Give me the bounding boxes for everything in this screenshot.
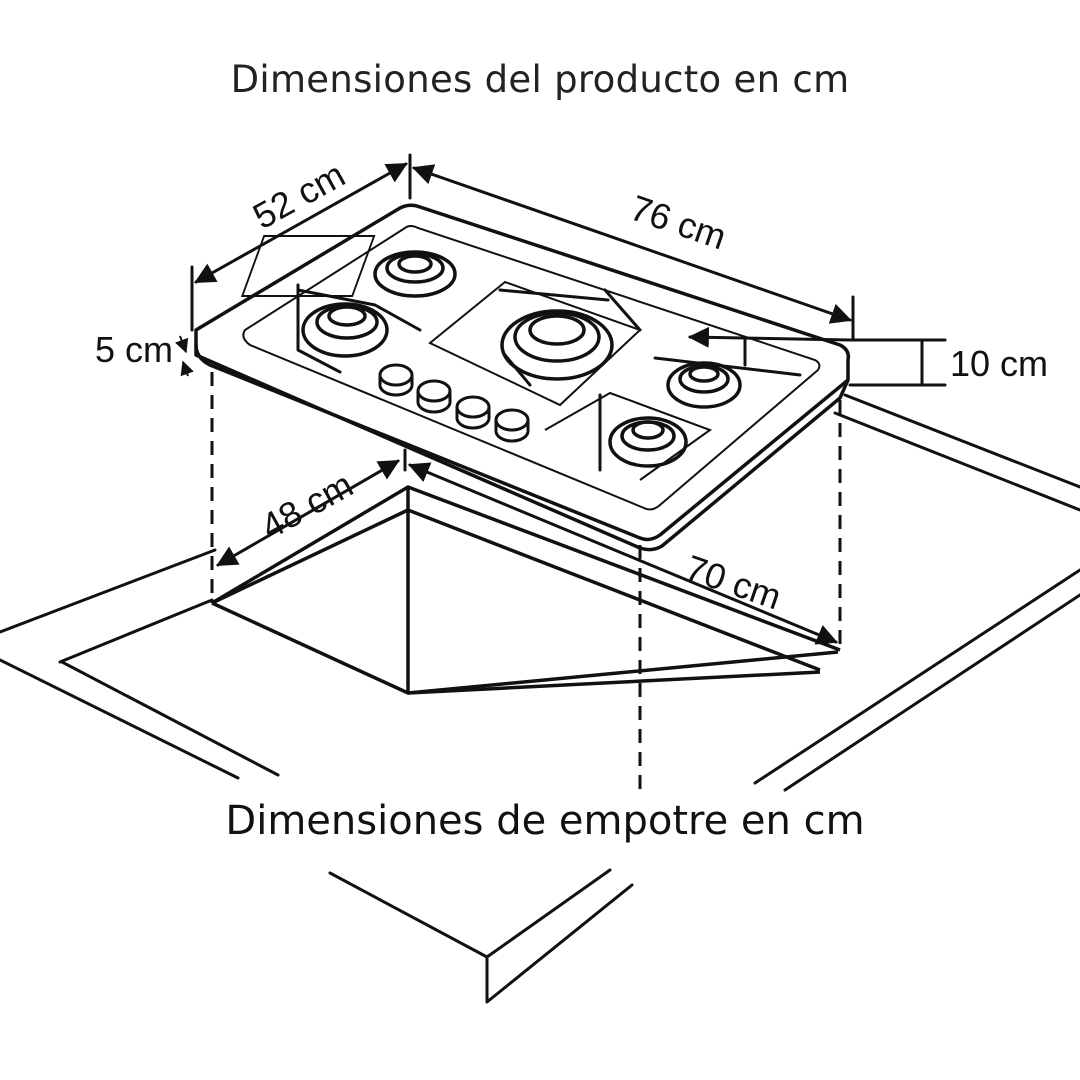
burner-back-left: [240, 235, 457, 298]
knob-3: [455, 395, 491, 430]
control-knobs: [378, 363, 530, 443]
burner-back-right: [653, 338, 802, 409]
width-embed-label: 70 cm: [680, 547, 786, 618]
knob-1: [378, 363, 414, 397]
height-label: 10 cm: [950, 343, 1048, 384]
knob-4: [494, 408, 530, 443]
countertop: [0, 393, 1080, 1004]
burner-front-right: [544, 391, 713, 481]
product-dimensions-title: Dimensiones del producto en cm: [230, 58, 850, 101]
embed-dimensions-title: Dimensiones de empotre en cm: [225, 798, 865, 844]
knob-2: [416, 379, 452, 414]
depth-embed-label: 48 cm: [254, 464, 360, 547]
burner-front-left: [296, 283, 422, 374]
dimension-lines: [175, 153, 947, 645]
thickness-label: 5 cm: [95, 329, 173, 370]
